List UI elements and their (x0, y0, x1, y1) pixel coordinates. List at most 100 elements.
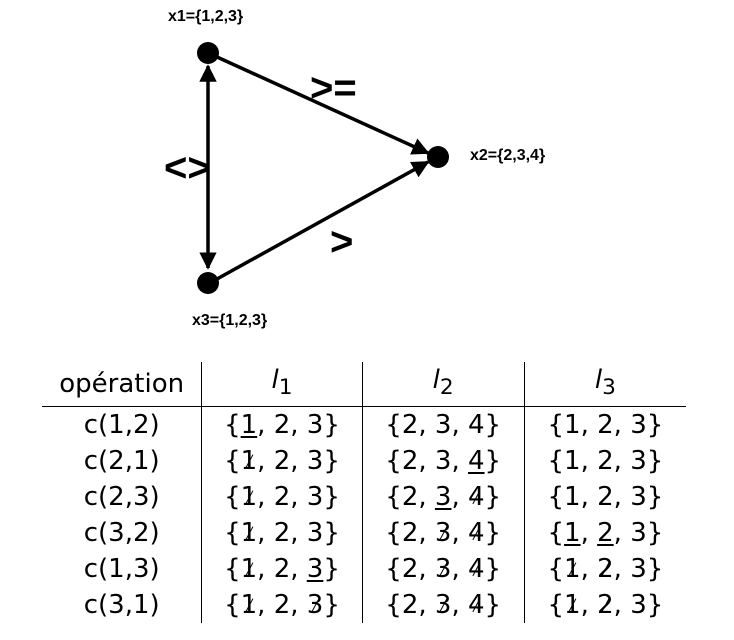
node-x3 (197, 272, 219, 294)
node-x2 (427, 146, 449, 168)
domain-cell-l3: {1, 2, 3} (523, 587, 686, 624)
operation-cell: c(3,2) (83, 518, 160, 549)
domain-value: 2 (597, 482, 614, 513)
domain-value: 3 (630, 410, 647, 441)
supported-value: 3 (306, 554, 324, 585)
table-row: c(1,3){1, 2, 3}{2, 3, 4}{1, 2, 3} (42, 551, 686, 588)
supported-value: 3 (434, 482, 452, 513)
domain-value: 2 (401, 518, 419, 549)
domain-value: 2 (401, 410, 419, 441)
edge-x1-x2-label: >= (310, 66, 357, 110)
table-row: c(2,3) {1, 2, 3}{2, 3, 4}{1, 2, 3} (42, 479, 686, 516)
removed-value: 3 (435, 587, 452, 623)
domain-cell-l1: {1, 2, 3} (201, 406, 363, 444)
domain-cell-l3: {1, 2, 3} (523, 443, 686, 480)
domain-cell-l2: {2, 3, 4} (361, 551, 525, 588)
domain-value: 2 (273, 590, 291, 621)
operation-cell: c(3,1) (83, 590, 160, 621)
table-row: c(3,1){1, 2, 3}{2, 3, 4}{1, 2, 3} (42, 587, 686, 624)
operation-cell: c(1,3) (83, 554, 160, 585)
operation-cell: c(1,2) (83, 410, 160, 441)
edge-x3-x2 (216, 160, 430, 281)
domain-cell-l1: {1, 2, 3} (201, 587, 363, 624)
domain-value: 2 (273, 446, 291, 477)
domain-cell-l1: {1, 2, 3} (201, 515, 363, 552)
domain-value: 4 (467, 410, 485, 441)
header-l1: l1 (201, 362, 363, 408)
supported-value: 2 (597, 518, 614, 549)
removed-value: 1 (241, 587, 258, 623)
domain-value: 2 (273, 518, 291, 549)
domain-value: 2 (273, 482, 291, 513)
supported-value: 1 (564, 518, 581, 549)
domain-value: 2 (597, 410, 614, 441)
domain-value: 3 (630, 482, 647, 513)
domain-cell-l2: {2, 3, 4} (361, 515, 525, 552)
removed-value: 2 (597, 551, 614, 587)
domain-value: 3 (306, 518, 324, 549)
domain-cell-l1: {1, 2, 3} (201, 479, 363, 516)
domain-value: 2 (401, 554, 419, 585)
removed-value: 4 (468, 479, 485, 515)
domain-value: 2 (597, 446, 614, 477)
removed-value: 4 (468, 551, 485, 587)
domain-value: 1 (564, 446, 581, 477)
domain-value: 3 (630, 446, 647, 477)
operations-table: opération l1 l2 l3 c(1,2){1, 2, 3}{2, 3,… (42, 362, 686, 624)
domain-cell-l3: {1, 2, 3} (523, 479, 686, 516)
domain-value: 3 (434, 410, 452, 441)
domain-cell-l2: {2, 3, 4} (361, 443, 525, 480)
removed-value: 3 (435, 551, 452, 587)
removed-value: 1 (241, 443, 258, 479)
table-row: c(3,2) {1, 2, 3}{2, 3, 4}{1, 2, 3} (42, 515, 686, 552)
domain-value: 1 (564, 410, 581, 441)
node-x2-label: x2={2,3,4} (470, 147, 546, 164)
domain-value: 2 (401, 482, 419, 513)
removed-value: 1 (241, 479, 258, 515)
domain-cell-l2: {2, 3, 4} (361, 406, 525, 444)
removed-value: 3 (307, 587, 324, 623)
table-row: c(2,1) {1, 2, 3}{2, 3, 4}{1, 2, 3} (42, 443, 686, 480)
node-x3-label: x3={1,2,3} (192, 312, 268, 329)
table-body: c(1,2){1, 2, 3}{2, 3, 4}{1, 2, 3}c(2,1){… (42, 406, 686, 624)
domain-cell-l1: {1, 2, 3} (201, 443, 363, 480)
operation-cell: c(2,3) (83, 482, 160, 513)
edge-x1-x2 (216, 55, 430, 155)
domain-value: 2 (273, 554, 291, 585)
supported-value: 1 (240, 410, 258, 441)
table-header-row: opération l1 l2 l3 (42, 362, 686, 408)
removed-value: 4 (468, 587, 485, 623)
domain-value: 1 (564, 482, 581, 513)
removed-value: 1 (241, 551, 258, 587)
domain-value: 3 (306, 410, 324, 441)
removed-value: 1 (564, 587, 581, 623)
header-l3: l3 (523, 362, 686, 408)
graph-canvas (197, 42, 449, 294)
removed-value: 1 (241, 515, 258, 551)
removed-value: 4 (468, 515, 485, 551)
domain-cell-l3: {1, 2, 3} (523, 406, 686, 444)
header-l2: l2 (361, 362, 525, 408)
node-x1-label: x1={1,2,3} (168, 8, 244, 25)
domain-value: 3 (630, 518, 647, 549)
table-row: c(1,2) {1, 2, 3}{2, 3, 4}{1, 2, 3} (42, 406, 686, 444)
domain-value: 3 (630, 590, 647, 621)
removed-value: 1 (564, 551, 581, 587)
domain-value: 3 (434, 446, 452, 477)
domain-value: 3 (306, 446, 324, 477)
domain-value: 2 (401, 446, 419, 477)
removed-value: 2 (597, 587, 614, 623)
domain-value: 3 (306, 482, 324, 513)
domain-cell-l3: {1, 2, 3} (523, 515, 686, 552)
domain-cell-l3: {1, 2, 3} (523, 551, 686, 588)
removed-value: 3 (435, 515, 452, 551)
domain-cell-l2: {2, 3, 4} (361, 479, 525, 516)
operation-cell: c(2,1) (83, 446, 160, 477)
domain-value: 2 (401, 590, 419, 621)
edge-x1-x3-label: <> (164, 146, 211, 190)
supported-value: 4 (467, 446, 485, 477)
domain-value: 2 (273, 410, 291, 441)
domain-value: 3 (630, 554, 647, 585)
node-x1 (197, 42, 219, 64)
header-operation: opération (42, 362, 202, 408)
